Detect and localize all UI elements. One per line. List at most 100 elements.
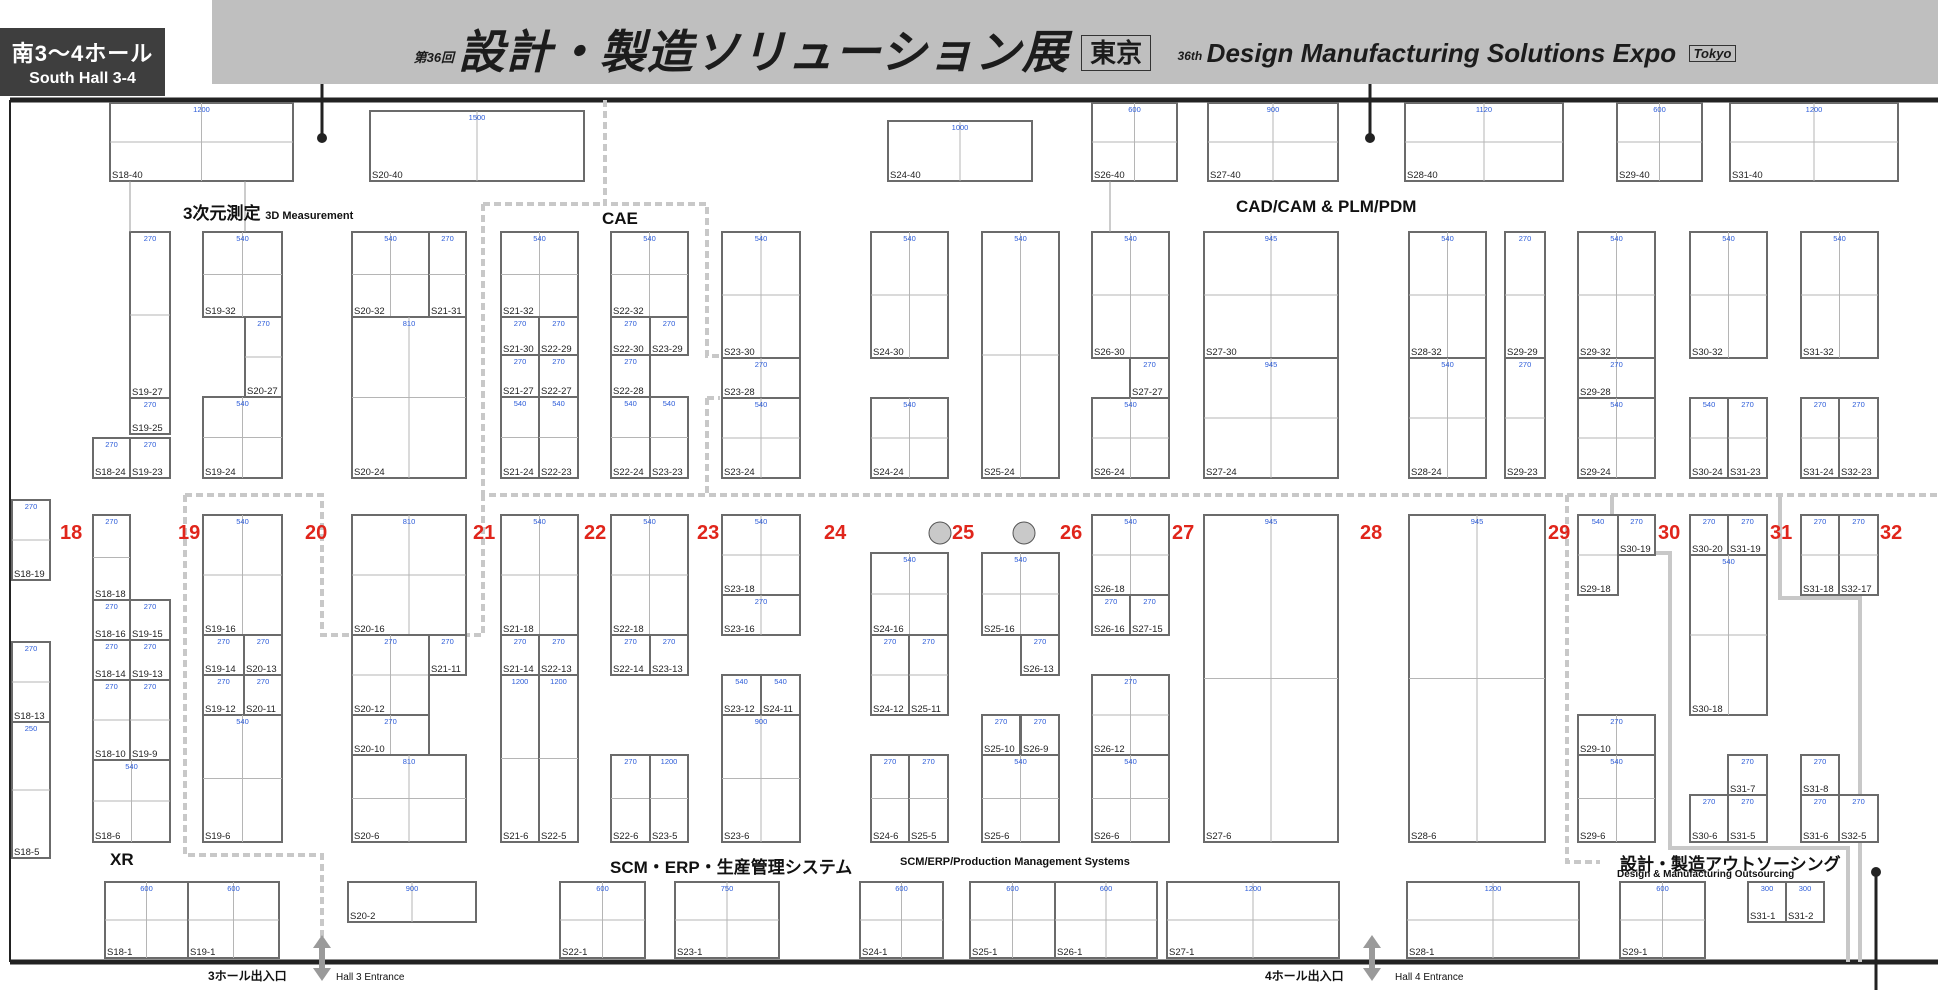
- hall3-entrance[interactable]: 3ホール出入口 Hall 3 Entrance: [208, 967, 404, 984]
- hall4-entrance[interactable]: 4ホール出入口 Hall 4 Entrance: [1265, 967, 1463, 984]
